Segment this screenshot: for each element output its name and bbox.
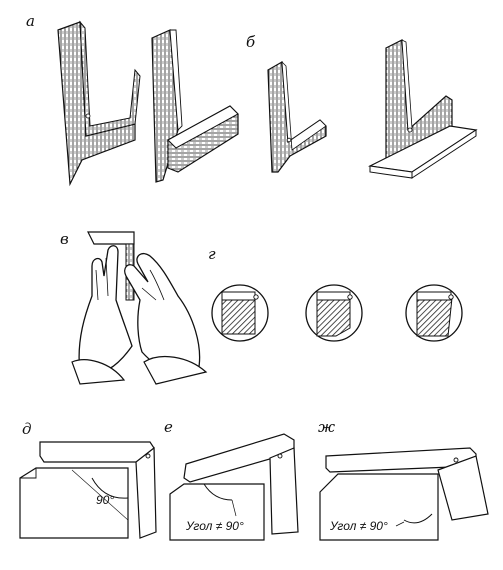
panel-d-label: д (22, 420, 32, 438)
panel-b-label: б (246, 33, 256, 51)
panel-e: е Угол ≠ 90° (164, 418, 299, 541)
panel-zh-angle: Угол ≠ 90° (329, 519, 388, 533)
panel-d-angle: 90° (96, 493, 114, 507)
panel-e-angle: Угол ≠ 90° (185, 519, 244, 533)
panel-zh: ж Угол ≠ 90° (318, 418, 489, 541)
hands-holding-square (71, 231, 208, 385)
panel-a: а (26, 12, 239, 187)
check-view-2 (305, 284, 363, 342)
panel-e-label: е (164, 418, 173, 436)
panel-a-label: а (26, 12, 35, 30)
panel-zh-label: ж (318, 418, 335, 436)
panel-d: д 90° (19, 420, 157, 539)
check-view-1 (211, 284, 269, 342)
panel-g: г (208, 245, 463, 342)
try-square-2 (151, 29, 239, 183)
panel-b: б (246, 33, 478, 179)
try-square-3 (267, 60, 327, 173)
check-view-3 (405, 284, 463, 342)
try-square-4 (368, 39, 478, 179)
try-square-1 (57, 20, 141, 187)
panel-v: в (60, 230, 208, 385)
panel-g-label: г (208, 245, 216, 263)
panel-v-label: в (60, 230, 69, 248)
